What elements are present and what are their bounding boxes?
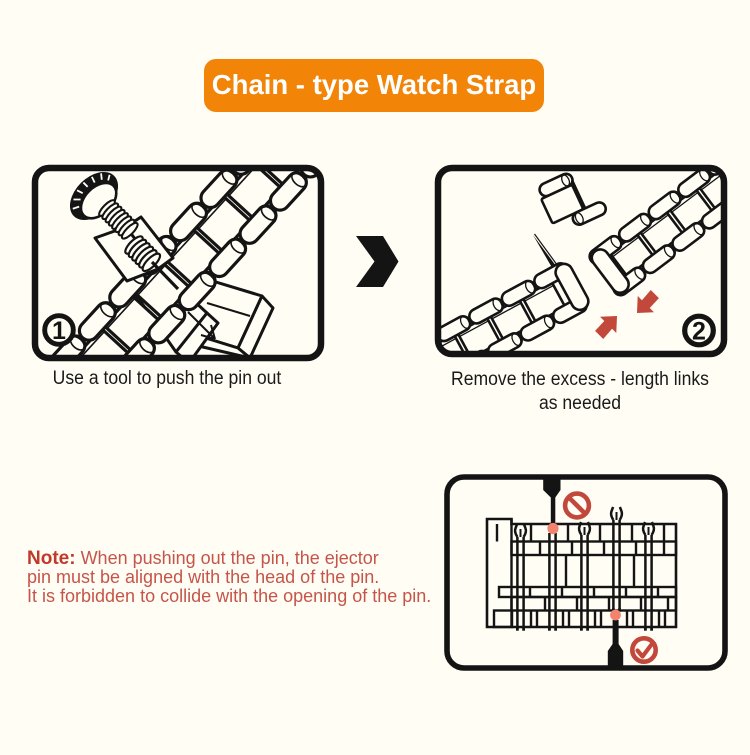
svg-text:2: 2 — [692, 318, 706, 346]
svg-text:1: 1 — [52, 317, 66, 345]
